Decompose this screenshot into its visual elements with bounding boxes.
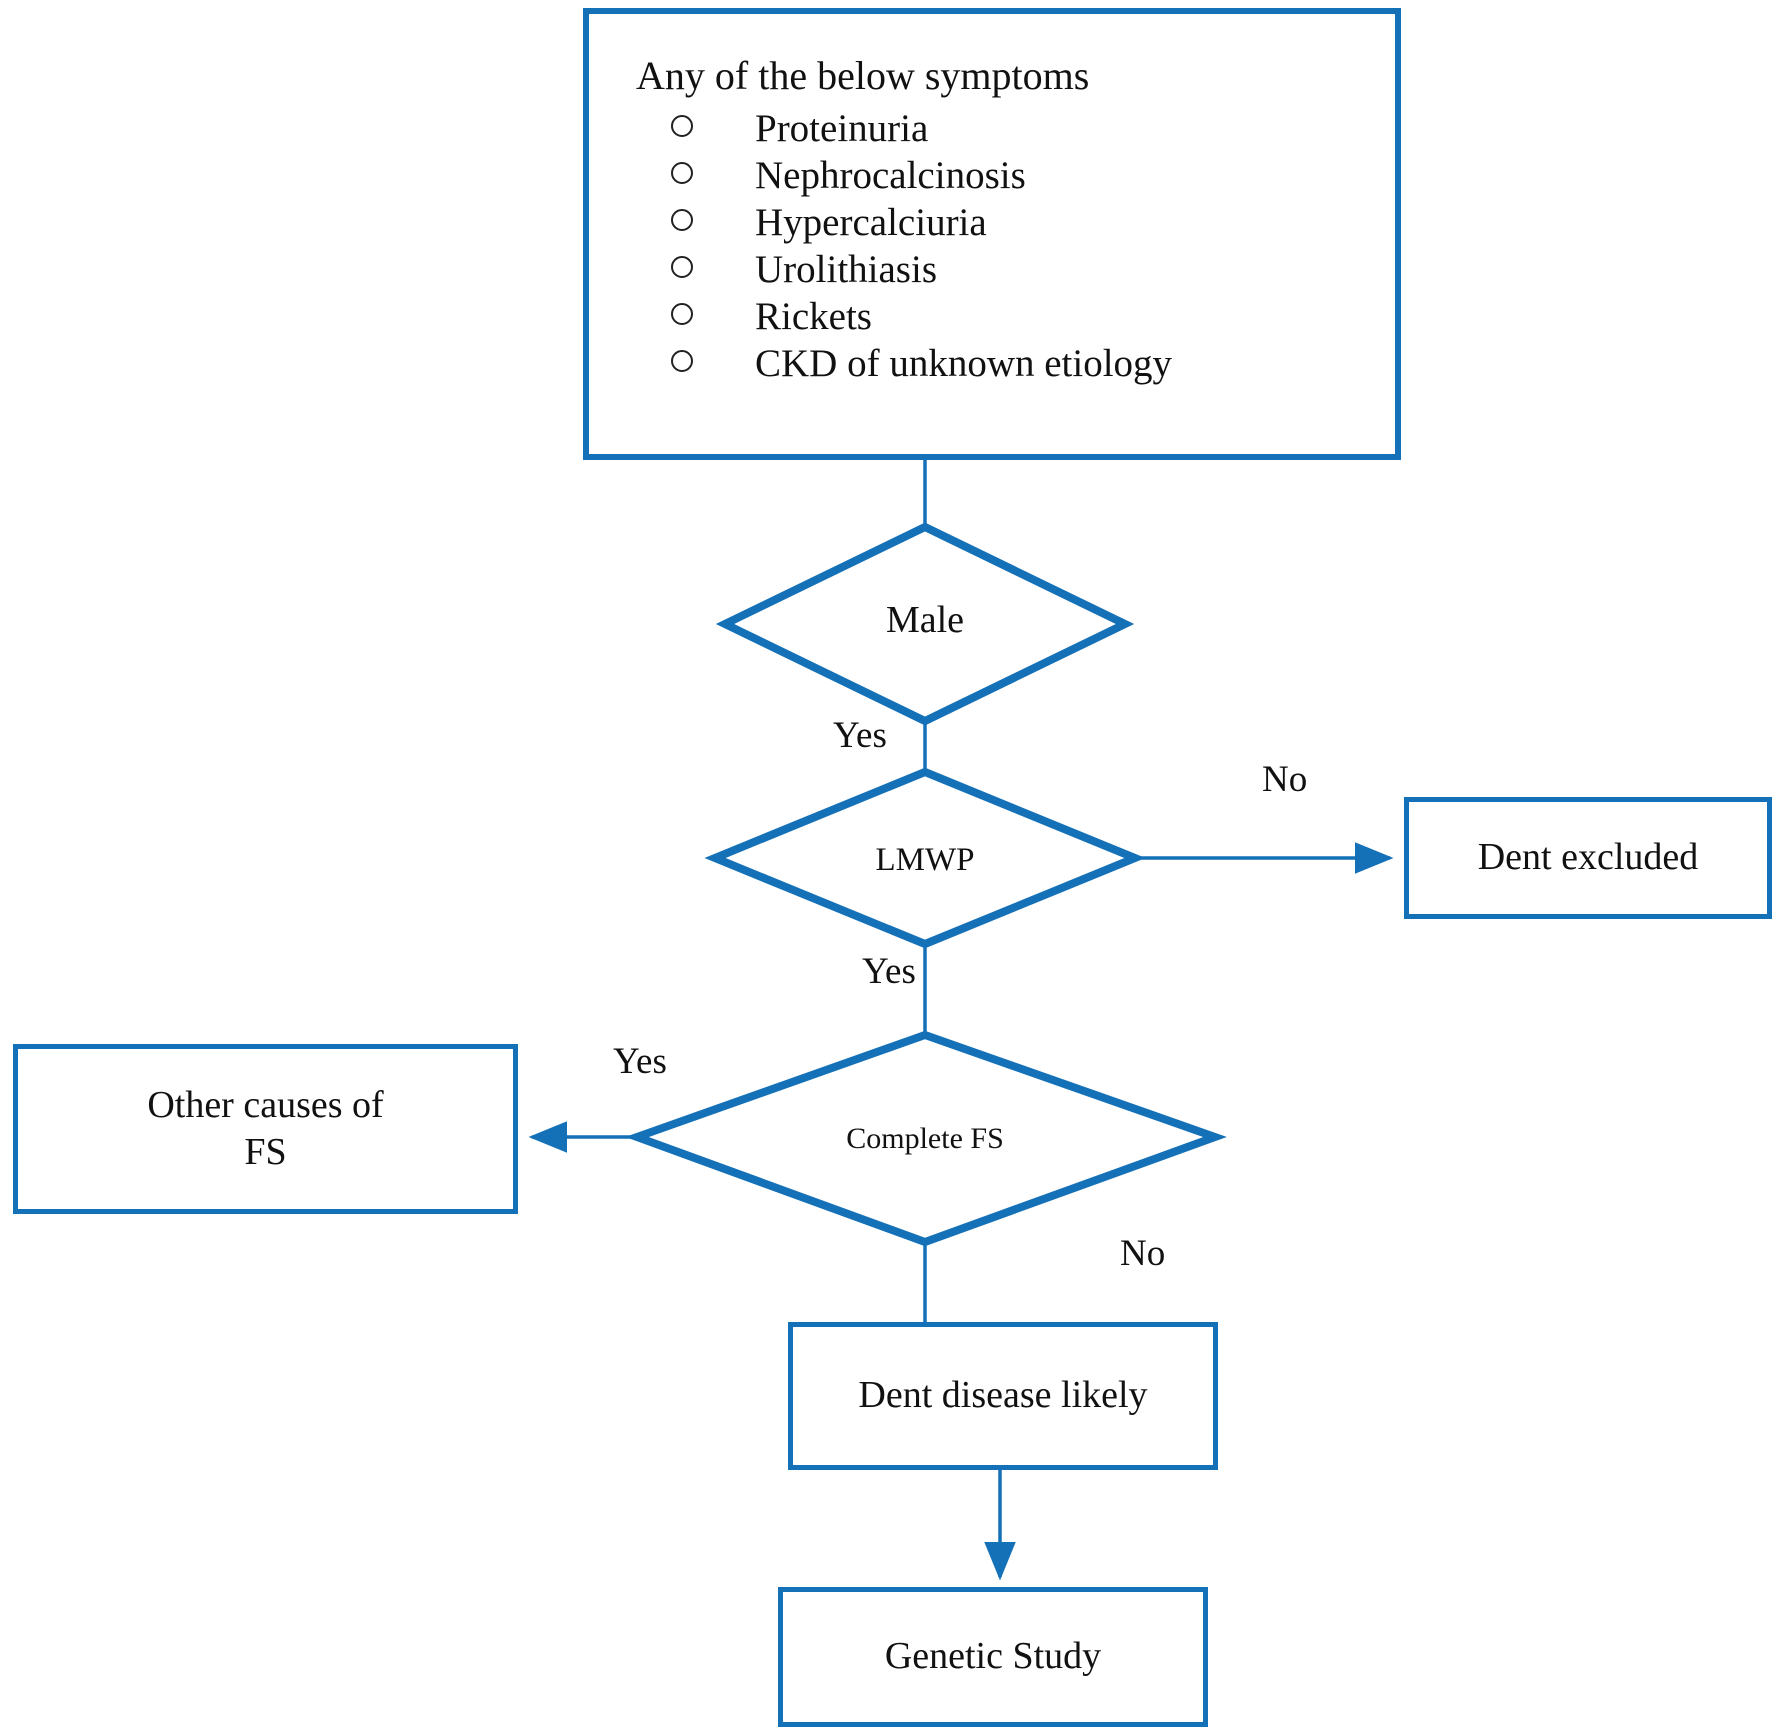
decision-lmwp-label: LMWP [875, 842, 975, 878]
symptoms-list: Proteinuria Nephrocalcinosis Hypercalciu… [649, 106, 1172, 388]
symptom-label: Proteinuria [755, 107, 929, 150]
terminal-dent-disease-likely-label: Dent disease likely [858, 1374, 1148, 1417]
decision-complete-fs-label: Complete FS [846, 1122, 1004, 1155]
terminal-other-causes-fs-line1: Other causes of [147, 1083, 384, 1126]
symptom-label: Urolithiasis [755, 248, 937, 291]
terminal-dent-disease-likely: Dent disease likely [788, 1322, 1218, 1470]
terminal-genetic-study: Genetic Study [778, 1587, 1208, 1727]
symptom-label: CKD of unknown etiology [755, 342, 1173, 385]
edge-label-lmwp-yes: Yes [862, 951, 916, 992]
terminal-other-causes-fs-line2: FS [244, 1131, 287, 1173]
terminal-genetic-study-label: Genetic Study [884, 1635, 1102, 1678]
edge-label-complete-fs-yes: Yes [613, 1041, 667, 1082]
list-item: Hypercalciuria [649, 200, 1172, 247]
edge-label-male-yes: Yes [833, 715, 887, 756]
circle-bullet-icon [671, 115, 693, 137]
circle-bullet-icon [671, 162, 693, 184]
circle-bullet-icon [671, 256, 693, 278]
terminal-other-causes-fs-label: Other causes of FS [147, 1082, 383, 1177]
edge-label-lmwp-no: No [1262, 759, 1308, 800]
edge-label-complete-fs-no: No [1120, 1233, 1166, 1274]
symptom-label: Hypercalciuria [755, 201, 987, 244]
symptom-label: Nephrocalcinosis [755, 154, 1026, 197]
terminal-other-causes-fs: Other causes of FS [13, 1044, 518, 1214]
circle-bullet-icon [671, 303, 693, 325]
list-item: Nephrocalcinosis [649, 153, 1172, 200]
decision-male-label: Male [885, 599, 965, 641]
list-item: CKD of unknown etiology [649, 341, 1172, 388]
symptom-label: Rickets [755, 295, 872, 338]
circle-bullet-icon [671, 350, 693, 372]
terminal-dent-excluded-label: Dent excluded [1477, 836, 1699, 879]
list-item: Urolithiasis [649, 247, 1172, 294]
list-item: Rickets [649, 294, 1172, 341]
symptoms-box: Any of the below symptoms Proteinuria Ne… [583, 8, 1401, 460]
terminal-dent-excluded: Dent excluded [1404, 797, 1772, 919]
circle-bullet-icon [671, 209, 693, 231]
symptoms-heading: Any of the below symptoms [636, 53, 1090, 98]
list-item: Proteinuria [649, 106, 1172, 153]
